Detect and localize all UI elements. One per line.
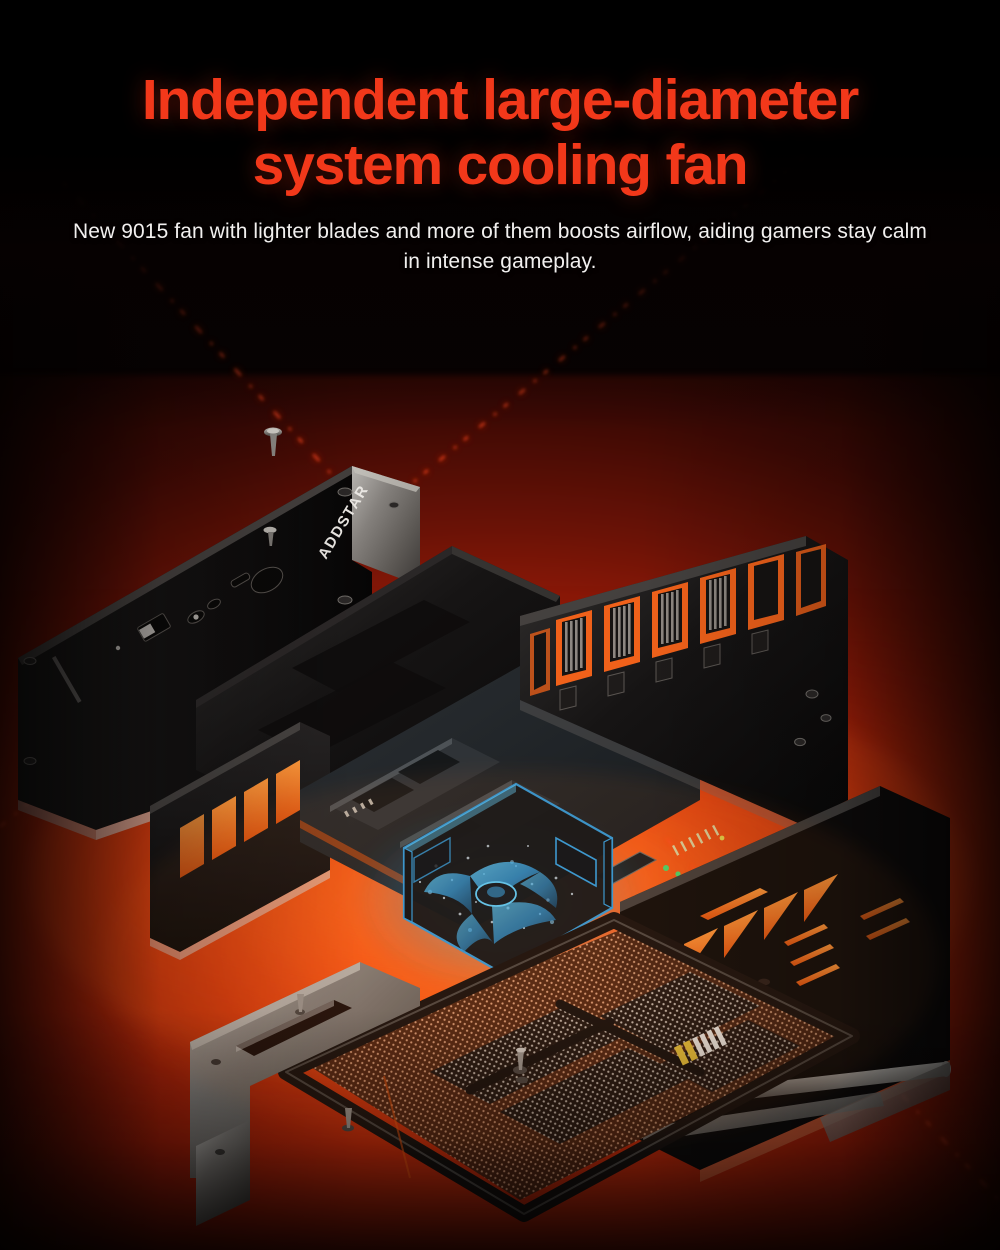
vignette-top (0, 0, 1000, 430)
headline-line-2: system cooling fan (252, 133, 749, 198)
headline-line-1: Independent large-diameter (141, 68, 859, 133)
vignette-bottom (0, 1010, 1000, 1250)
page-title: Independent large-diameter system coolin… (0, 68, 1000, 198)
page-subtitle: New 9015 fan with lighter blades and mor… (73, 220, 927, 273)
